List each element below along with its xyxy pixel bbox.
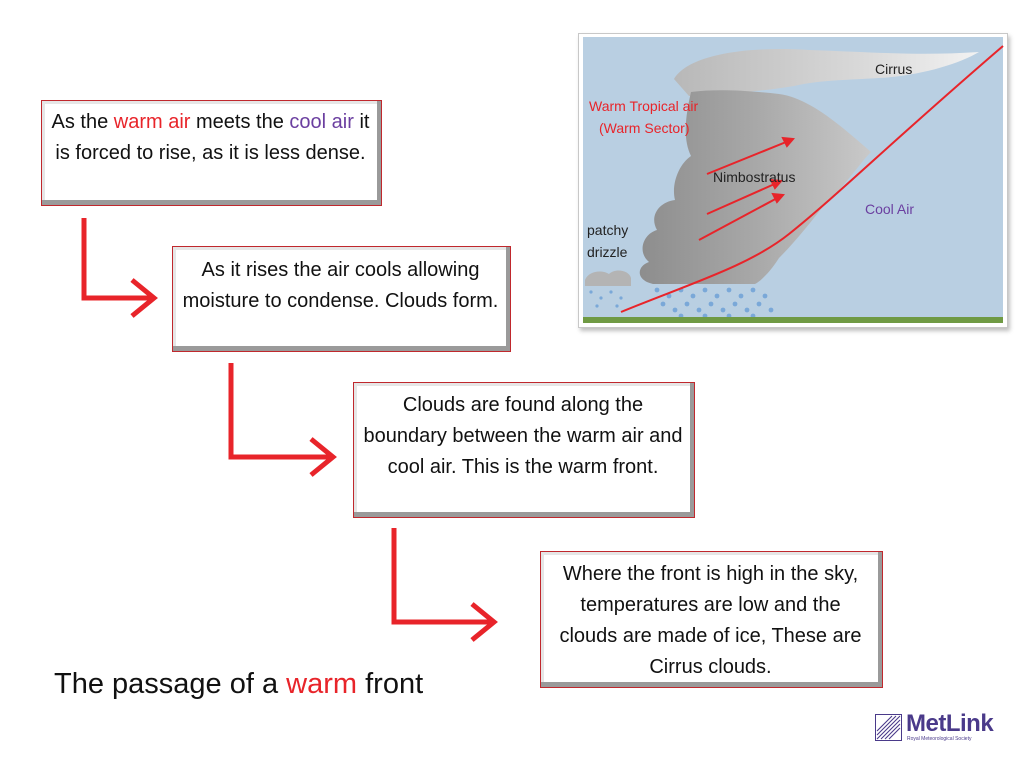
label-drizzle-1: patchy [587,222,628,238]
label-warm-air-2: (Warm Sector) [599,120,689,136]
ground [583,317,1003,323]
arrow-step-1-to-2 [81,218,158,318]
step-4-text: Where the front is high in the sky, temp… [559,563,862,678]
title-text-a: The passage of a [54,668,287,700]
label-warm-air-1: Warm Tropical air [589,98,699,114]
step-1-cool-air: cool air [289,111,354,133]
step-1-text-a: As the [51,111,114,133]
label-drizzle-2: drizzle [587,244,628,260]
step-3-box: Clouds are found along the boundary betw… [353,382,695,518]
step-1-warm-air: warm air [113,111,191,133]
nimbostratus-cloud [639,90,871,284]
metlink-logo-subtitle: Royal Meteorological Society [907,736,972,742]
title-warm-word: warm [286,668,358,700]
step-2-text: As it rises the air cools allowing moist… [182,259,499,312]
step-1-text-b: meets the [190,111,290,133]
drizzle-cloud [585,270,631,286]
arrow-step-3-to-4 [391,528,498,642]
warm-front-boundary [620,45,1004,313]
metlink-logo: MetLink Royal Meteorological Society [875,710,995,746]
metlink-logo-icon [875,714,902,741]
arrow-step-2-to-3 [228,363,337,477]
rising-air-arrows [698,136,796,241]
step-2-box: As it rises the air cools allowing moist… [172,246,511,352]
metlink-logo-name: MetLink [906,710,994,737]
step-1-text-c: it is forced to rise, as it is less dens… [55,111,370,164]
label-nimbostratus: Nimbostratus [713,169,795,185]
title-text-b: front [357,668,424,700]
page-title: The passage of a warm front [54,668,423,701]
warm-front-diagram: Cirrus Warm Tropical air (Warm Sector) N… [578,33,1008,328]
cirrus-cloud [674,49,979,96]
label-cirrus: Cirrus [875,61,912,77]
step-4-box: Where the front is high in the sky, temp… [540,551,883,688]
step-3-text: Clouds are found along the boundary betw… [363,394,683,478]
label-cool-air: Cool Air [865,201,914,217]
step-1-box: As the warm air meets the cool air it is… [41,100,382,206]
